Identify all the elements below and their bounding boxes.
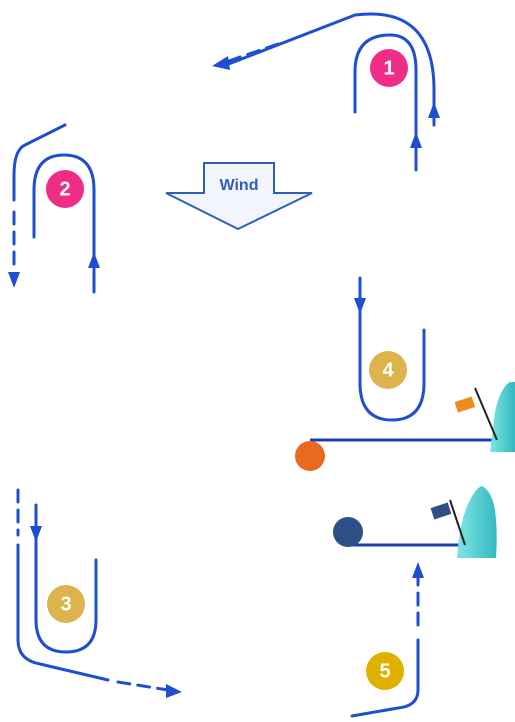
maneuver-3-inner-loop xyxy=(34,503,98,654)
maneuver-5: 5 xyxy=(350,562,424,718)
maneuver-1-arrow-inner-up xyxy=(410,132,422,148)
boat-mast xyxy=(449,499,466,546)
wind-arrow-shape xyxy=(165,162,313,231)
mark-3-label: 3 xyxy=(60,593,71,615)
start-line-1 xyxy=(295,382,515,471)
mark-1-label: 1 xyxy=(383,57,394,79)
maneuver-1: 1 xyxy=(212,12,440,172)
maneuver-1-dashed-exit xyxy=(224,42,280,64)
maneuver-3-arrow-down xyxy=(30,526,42,542)
maneuver-1-arrow-outer-up xyxy=(428,102,440,118)
mark-4-label: 4 xyxy=(382,359,394,381)
flag-orange-icon xyxy=(454,396,476,413)
mark-2-badge xyxy=(46,170,84,208)
wind-label: Wind xyxy=(220,177,259,194)
maneuver-3-arrow-exit xyxy=(166,684,182,698)
flag-blue-icon xyxy=(430,502,452,520)
boat-icon xyxy=(457,486,497,558)
maneuver-1-inner-loop xyxy=(353,33,418,172)
maneuver-2-outer-loop xyxy=(12,123,67,202)
mark-4-badge xyxy=(369,351,407,389)
mark-2-label: 2 xyxy=(59,178,70,200)
maneuver-3-dashed-exit xyxy=(116,680,170,692)
wind-arrow-icon: Wind xyxy=(165,162,313,231)
maneuver-2-inner-loop xyxy=(32,153,96,294)
mark-5-badge xyxy=(366,652,404,690)
mark-5-label: 5 xyxy=(379,660,390,682)
maneuver-5-path xyxy=(350,638,420,718)
boat-icon xyxy=(490,382,515,452)
maneuver-4-arrow-down xyxy=(354,298,366,314)
mark-3-badge xyxy=(47,585,85,623)
maneuver-3: 3 xyxy=(16,488,182,698)
maneuver-2-arrow-up xyxy=(88,252,100,268)
maneuver-4: 4 xyxy=(354,276,426,422)
maneuver-1-outer-loop xyxy=(224,12,436,127)
mark-1-badge xyxy=(370,49,408,87)
buoy-orange-icon xyxy=(295,441,325,471)
start-line-2 xyxy=(333,486,497,558)
maneuver-2-arrow-down xyxy=(8,272,20,288)
maneuver-1-arrow-exit xyxy=(212,56,230,70)
buoy-navy-icon xyxy=(333,517,363,547)
maneuver-5-arrow-up xyxy=(412,562,424,578)
maneuver-3-outer-loop xyxy=(16,543,110,682)
maneuver-2: 2 xyxy=(8,123,100,294)
maneuver-4-loop xyxy=(358,276,426,422)
boat-mast xyxy=(474,387,498,441)
